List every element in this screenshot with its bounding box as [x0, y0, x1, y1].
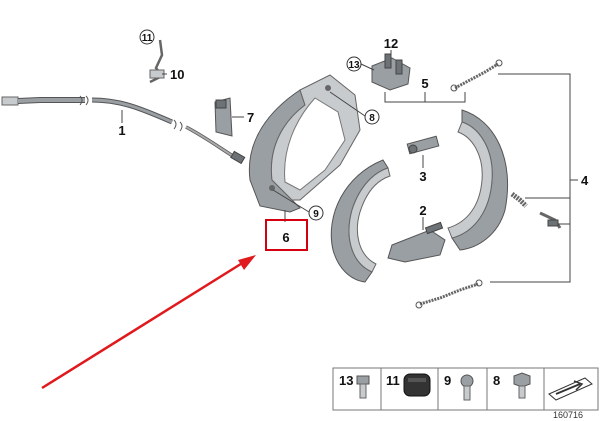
brake-shoe-right [447, 109, 509, 251]
legend-label-13: 13 [339, 373, 353, 388]
legend-label-11: 11 [386, 373, 400, 388]
grommet-icon [403, 373, 431, 397]
callout-9-circle [308, 205, 324, 221]
callout-6: 6 [282, 230, 289, 245]
backing-plate [248, 74, 361, 213]
leader-13 [360, 63, 375, 71]
spring-bottom [415, 279, 483, 309]
hex-bolt-icon [513, 372, 531, 399]
adjuster [406, 135, 440, 155]
legend-label-8: 8 [493, 373, 500, 388]
callout-7: 7 [247, 110, 254, 125]
shim-icon [548, 377, 593, 401]
bolt-icon [356, 375, 370, 399]
brake-shoe-left [330, 159, 391, 283]
callout-5: 5 [421, 76, 428, 91]
spring-hardware [510, 192, 562, 229]
callout-3: 3 [419, 169, 426, 184]
legend-label-9: 9 [444, 373, 451, 388]
screw-icon [460, 374, 474, 401]
bracket [214, 97, 233, 137]
red-arrow [41, 255, 256, 390]
leader-9 [272, 189, 310, 213]
spring-top [450, 59, 503, 92]
fastener-legend: 13 11 9 8 [332, 367, 599, 411]
bracket-4 [490, 73, 571, 283]
expander-lever [387, 221, 446, 263]
callout-4: 4 [581, 173, 589, 188]
highlight-box [265, 219, 308, 251]
leader-8 [329, 91, 366, 117]
callout-2: 2 [419, 203, 426, 218]
brake-cable [1, 95, 246, 165]
callout-13: 13 [348, 60, 360, 71]
cable-guide [149, 39, 165, 84]
callout-11: 11 [142, 33, 153, 44]
callout-9: 9 [313, 209, 319, 220]
callout-11-circle [139, 29, 155, 45]
callout-13-circle [346, 56, 362, 72]
callout-10: 10 [170, 67, 184, 82]
callout-1: 1 [118, 123, 125, 138]
callout-8: 8 [369, 113, 375, 124]
callout-8-circle [364, 109, 380, 125]
adjuster-bracket [371, 53, 411, 91]
diagram-id: 160716 [553, 410, 583, 420]
callout-12: 12 [384, 36, 398, 51]
